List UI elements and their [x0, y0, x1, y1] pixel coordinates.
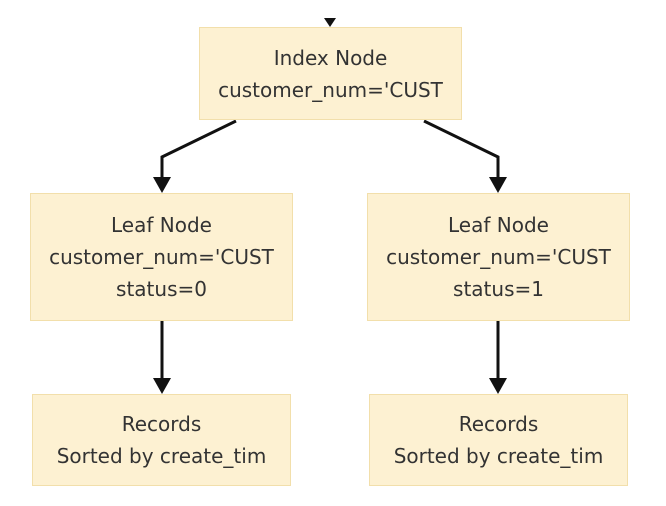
arrowhead-records-left [153, 378, 171, 394]
leaf-node-right: Leaf Node customer_num='CUST status=1 [367, 193, 630, 321]
leaf-node-right-status: status=1 [453, 277, 544, 301]
leaf-node-right-condition: customer_num='CUST [386, 245, 611, 269]
leaf-node-left: Leaf Node customer_num='CUST status=0 [30, 193, 293, 321]
arrowhead-leaf-left [153, 177, 171, 193]
index-node: Index Node customer_num='CUST [199, 27, 462, 120]
records-node-right: Records Sorted by create_tim [369, 394, 628, 486]
leaf-node-left-condition: customer_num='CUST [49, 245, 274, 269]
leaf-node-left-status: status=0 [116, 277, 207, 301]
arrowhead-records-right [489, 378, 507, 394]
records-node-right-title: Records [458, 412, 539, 436]
records-node-left: Records Sorted by create_tim [32, 394, 291, 486]
records-node-right-sort: Sorted by create_tim [393, 444, 604, 468]
index-node-condition: customer_num='CUST [218, 77, 443, 102]
index-node-title: Index Node [273, 45, 388, 70]
arrowhead-leaf-right [489, 177, 507, 193]
incoming-arrowhead [324, 18, 336, 27]
edge-index-to-leaf-left [160, 119, 237, 178]
leaf-node-right-title: Leaf Node [448, 213, 549, 237]
leaf-node-left-title: Leaf Node [111, 213, 212, 237]
records-node-left-title: Records [121, 412, 202, 436]
edge-index-to-leaf-right [423, 119, 500, 178]
records-node-left-sort: Sorted by create_tim [56, 444, 267, 468]
